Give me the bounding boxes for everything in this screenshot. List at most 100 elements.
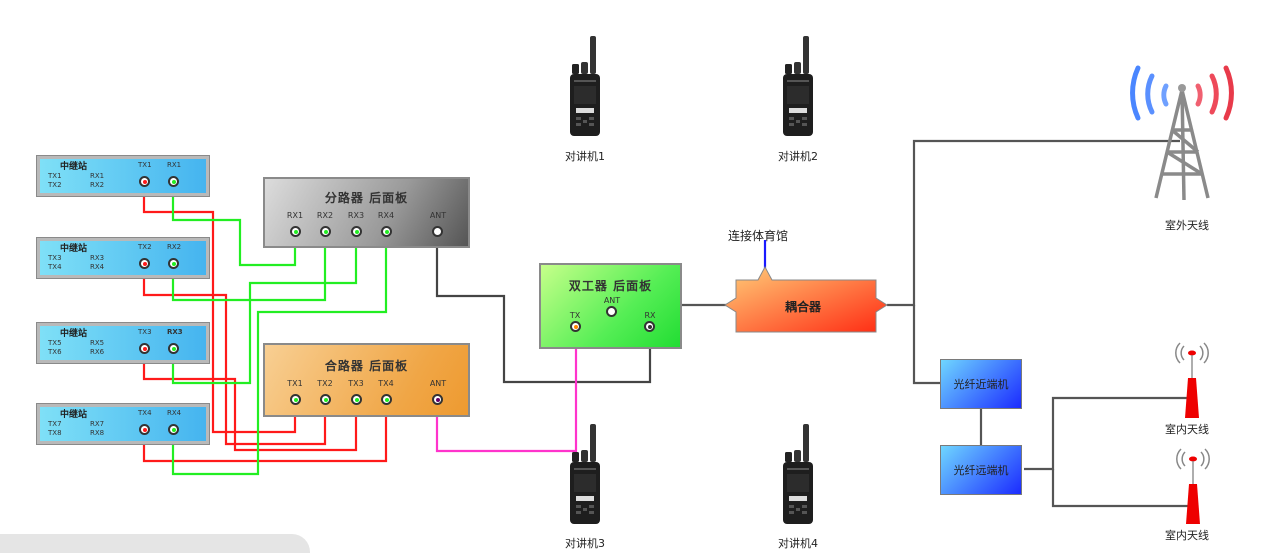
combiner-ant-port[interactable] <box>432 394 443 405</box>
wire-relay3-tx-to-combiner-tx3 <box>142 349 358 452</box>
radio-2-label: 对讲机2 <box>778 150 818 163</box>
tx-port-label: TX2 <box>138 243 152 251</box>
relay-title: 中继站 <box>60 410 88 420</box>
relay-station-2: 中继站 TX3 RX3 TX4 RX4 TX2 RX2 <box>36 237 210 279</box>
duplexer-rx-label: RX <box>644 311 656 320</box>
splitter-rx2-port[interactable] <box>320 226 331 237</box>
combiner-title: 合路器 后面板 <box>324 359 409 373</box>
rx-port[interactable] <box>168 424 179 435</box>
outdoor-antenna-label: 室外天线 <box>1165 219 1209 232</box>
wire-fiber-far-to-indoor-antennas <box>1024 396 1193 471</box>
duplexer-ant-port[interactable] <box>606 306 617 317</box>
radio-1-label: 对讲机1 <box>565 150 605 163</box>
splitter-rear-panel: 分路器 后面板 RX1 RX2 RX3 RX4 ANT <box>263 177 470 248</box>
wire-relay4-rx-to-splitter-rx4 <box>171 233 388 476</box>
combiner-port-label: TX3 <box>348 379 364 388</box>
radio-icon[interactable] <box>566 36 606 141</box>
coupler-label: 耦合器 <box>785 300 822 314</box>
duplexer-title: 双工器 后面板 <box>568 279 653 293</box>
tx-port-label: TX3 <box>138 328 152 336</box>
relay-channel: TX8 <box>48 429 62 437</box>
relay-channel: TX6 <box>48 348 62 356</box>
rx-port-label: RX3 <box>167 328 183 336</box>
combiner-port-label: TX4 <box>378 379 394 388</box>
radio-icon[interactable] <box>779 36 819 141</box>
combiner-ant-label: ANT <box>429 379 447 388</box>
relay-channel: RX5 <box>90 339 105 347</box>
combiner-tx3-port[interactable] <box>351 394 362 405</box>
relay-channel: RX1 <box>90 172 105 180</box>
tx-port[interactable] <box>139 176 150 187</box>
tx-port-label: TX1 <box>138 161 152 169</box>
rx-port[interactable] <box>168 258 179 269</box>
outdoor-antenna-tower-icon <box>1130 65 1234 201</box>
relay-channel: RX7 <box>90 420 105 428</box>
relay-channel: TX3 <box>48 254 62 262</box>
relay-title: 中继站 <box>60 329 88 339</box>
coupler <box>724 265 888 333</box>
relay-title: 中继站 <box>60 244 88 254</box>
splitter-port-label: RX4 <box>377 211 395 220</box>
fiber-near-label: 光纤近端机 <box>953 378 1009 391</box>
rx-port[interactable] <box>168 343 179 354</box>
combiner-tx2-port[interactable] <box>320 394 331 405</box>
wire-relay2-tx-to-combiner-tx2 <box>142 263 327 446</box>
combiner-port-label: TX1 <box>287 379 303 388</box>
relay-channel: TX2 <box>48 181 62 189</box>
wire-relay1-tx-to-combiner-tx1 <box>142 181 297 434</box>
fiber-far-unit[interactable]: 光纤远端机 <box>940 445 1022 495</box>
splitter-port-label: RX2 <box>316 211 334 220</box>
wire-fiber-far-to-indoor-antenna-2 <box>1051 469 1193 508</box>
relay-channel: TX7 <box>48 420 62 428</box>
radio-3-label: 对讲机3 <box>565 537 605 550</box>
splitter-ant-port[interactable] <box>432 226 443 237</box>
rx-port-label: RX1 <box>167 161 182 169</box>
combiner-tx4-port[interactable] <box>381 394 392 405</box>
radio-icon[interactable] <box>566 424 606 529</box>
tx-port-label: TX4 <box>138 409 152 417</box>
relay-channel: TX4 <box>48 263 62 271</box>
wire-coupler-to-fiber-near <box>912 305 940 385</box>
footer-bar <box>0 534 310 553</box>
combiner-rear-panel: 合路器 后面板 TX1 TX2 TX3 TX4 ANT <box>263 343 470 417</box>
rx-port[interactable] <box>168 176 179 187</box>
splitter-ant-label: ANT <box>429 211 447 220</box>
relay-channel: RX4 <box>90 263 105 271</box>
relay-station-4: 中继站 TX7 RX7 TX8 RX8 TX4 RX4 <box>36 403 210 445</box>
relay-station-1: 中继站 TX1 RX1 TX2 RX2 TX1 RX1 <box>36 155 210 197</box>
indoor-antenna-2-label: 室内天线 <box>1165 529 1209 542</box>
indoor-antenna-1-label: 室内天线 <box>1165 423 1209 436</box>
tx-port[interactable] <box>139 424 150 435</box>
venue-connection-label: 连接体育馆 <box>728 229 789 243</box>
relay-channel: RX3 <box>90 254 105 262</box>
splitter-rx1-port[interactable] <box>290 226 301 237</box>
tx-port[interactable] <box>139 258 150 269</box>
duplexer-ant-label: ANT <box>603 296 621 305</box>
fiber-far-label: 光纤远端机 <box>953 464 1009 477</box>
relay-channel: TX5 <box>48 339 62 347</box>
splitter-rx3-port[interactable] <box>351 226 362 237</box>
wire-splitter-ant-to-duplexer-rx <box>435 233 652 384</box>
relay-channel: RX6 <box>90 348 105 356</box>
radio-icon[interactable] <box>779 424 819 529</box>
wire-relay3-rx-to-splitter-rx3 <box>171 233 358 385</box>
splitter-rx4-port[interactable] <box>381 226 392 237</box>
coupler-shape <box>724 265 888 333</box>
splitter-port-label: RX1 <box>286 211 304 220</box>
wire-combiner-ant-to-duplexer-tx <box>435 330 578 453</box>
wire-coupler-to-outdoor-antenna <box>887 139 1180 307</box>
combiner-tx1-port[interactable] <box>290 394 301 405</box>
rx-port-label: RX4 <box>167 409 182 417</box>
fiber-near-unit[interactable]: 光纤近端机 <box>940 359 1022 409</box>
radio-4-label: 对讲机4 <box>778 537 818 550</box>
duplexer-tx-port[interactable] <box>570 321 581 332</box>
tx-port[interactable] <box>139 343 150 354</box>
duplexer-rx-port[interactable] <box>644 321 655 332</box>
splitter-title: 分路器 后面板 <box>324 191 409 205</box>
combiner-port-label: TX2 <box>317 379 333 388</box>
relay-title: 中继站 <box>60 162 88 172</box>
indoor-antenna-icon <box>1175 342 1209 418</box>
relay-station-3: 中继站 TX5 RX5 TX6 RX6 TX3 RX3 <box>36 322 210 364</box>
relay-channel: RX8 <box>90 429 105 437</box>
